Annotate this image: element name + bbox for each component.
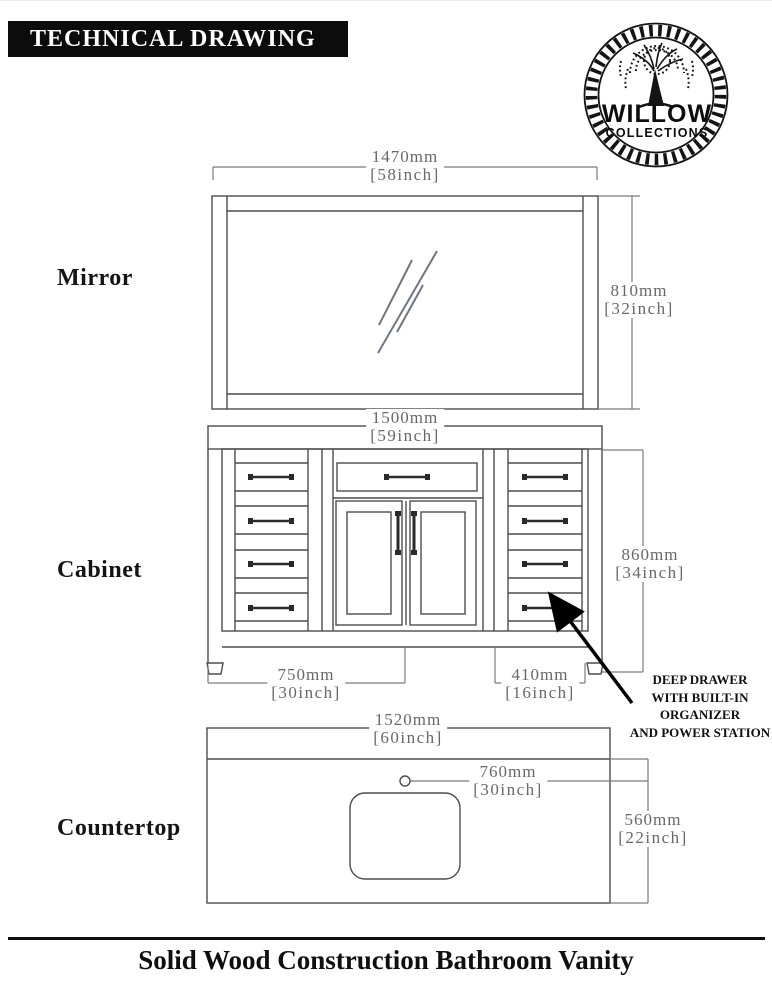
dimension-inch: [30inch] xyxy=(271,683,341,702)
mirror-height-dimension: 810mm [32inch] xyxy=(600,282,678,318)
logo-brand-text: WILLOW xyxy=(601,100,713,128)
dimension-mm: 1500mm xyxy=(371,408,439,427)
cabinet-right-foot xyxy=(586,662,604,675)
left-drawer-bank xyxy=(235,462,308,622)
dimension-inch: [34inch] xyxy=(615,563,685,582)
callout-line: DEEP DRAWER xyxy=(652,672,748,687)
header-banner: TECHNICAL DRAWING xyxy=(8,21,348,57)
dimension-inch: [32inch] xyxy=(604,299,674,318)
cabinet-height-dimension: 860mm [34inch] xyxy=(611,546,689,582)
faucet-offset-dimension: 760mm [30inch] xyxy=(469,763,547,799)
callout-line: AND POWER STATION xyxy=(629,724,771,740)
logo-outer-ring xyxy=(583,22,729,168)
dimension-mm: 1520mm xyxy=(374,710,442,729)
cabinet-right-width-dimension: 410mm [16inch] xyxy=(501,666,579,702)
mirror-drawing xyxy=(211,166,640,410)
cabinet-carcass xyxy=(221,448,589,632)
page-title: TECHNICAL DRAWING xyxy=(30,25,316,52)
mirror-glass-reflection xyxy=(377,250,438,354)
countertop-drawing xyxy=(206,727,649,904)
countertop-width-dimension: 1520mm [60inch] xyxy=(369,711,447,747)
callout-line: ORGANIZER xyxy=(659,707,741,722)
cabinet-width-dimension: 1500mm [59inch] xyxy=(366,409,444,445)
dimension-mm: 750mm xyxy=(277,665,335,684)
logo-rope-ring xyxy=(585,24,727,166)
cabinet-drawing xyxy=(206,425,644,684)
dimension-inch: [22inch] xyxy=(618,828,688,847)
dimension-mm: 810mm xyxy=(610,281,668,300)
cabinet-left-width-dimension: 750mm [30inch] xyxy=(267,666,345,702)
dimension-mm: 760mm xyxy=(479,762,537,781)
dimension-inch: [16inch] xyxy=(505,683,575,702)
dimension-inch: [59inch] xyxy=(370,426,440,445)
faucet-hole xyxy=(399,775,411,787)
dimension-inch: [30inch] xyxy=(473,780,543,799)
callout-line: WITH BUILT-IN xyxy=(651,689,749,705)
cabinet-doors xyxy=(335,500,477,626)
dimension-mm: 560mm xyxy=(624,810,682,829)
dimension-inch: [60inch] xyxy=(373,728,443,747)
willow-tree-icon xyxy=(619,42,694,109)
deep-drawer-callout: DEEP DRAWER WITH BUILT-IN ORGANIZER AND … xyxy=(628,671,772,741)
logo-sub-text: COLLECTIONS xyxy=(605,126,709,140)
cabinet-label: Cabinet xyxy=(57,557,142,583)
willow-collections-logo xyxy=(583,22,729,168)
dimension-mm: 1470mm xyxy=(371,147,439,166)
mirror-dimension-lines xyxy=(212,166,640,410)
dimension-mm: 860mm xyxy=(621,545,679,564)
sink-cutout xyxy=(349,792,461,880)
callout-arrow xyxy=(547,591,634,705)
right-drawer-bank xyxy=(508,462,582,622)
cabinet-left-foot xyxy=(206,662,224,675)
footer-title: Solid Wood Construction Bathroom Vanity xyxy=(138,945,634,975)
middle-top-drawer xyxy=(333,462,483,499)
logo-inner-ring xyxy=(597,36,715,154)
mirror-width-dimension: 1470mm [58inch] xyxy=(366,148,444,184)
dimension-inch: [58inch] xyxy=(370,165,440,184)
mirror-label: Mirror xyxy=(57,265,133,291)
countertop-depth-dimension: 560mm [22inch] xyxy=(614,811,692,847)
cabinet-dimension-lines xyxy=(207,449,644,684)
countertop-outline xyxy=(206,727,611,904)
mirror-frame xyxy=(211,195,599,410)
footer-divider xyxy=(8,937,765,940)
dimension-mm: 410mm xyxy=(511,665,569,684)
countertop-label: Countertop xyxy=(57,815,181,841)
